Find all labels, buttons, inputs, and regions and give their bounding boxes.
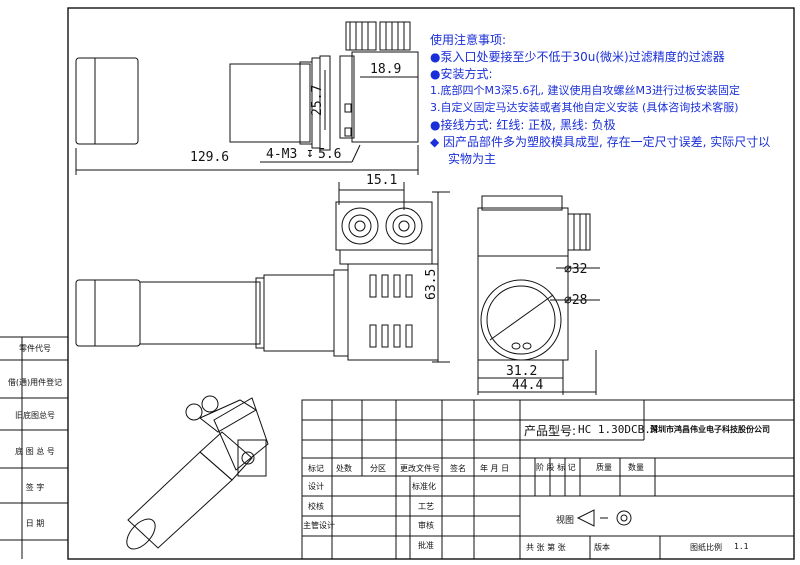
dim-44-4: 44.4 [512, 378, 544, 393]
label-base-total-number: 底 图 总 号 [15, 447, 55, 456]
tb-version: 版本 [594, 543, 610, 552]
dim-depth-symbol: ↧ [306, 146, 314, 161]
dim-129-6: 129.6 [190, 150, 230, 165]
dim-18-9: 18.9 [370, 62, 402, 77]
note-wiring: ●接线方式: 红线: 正极, 黑线: 负极 [430, 118, 616, 132]
dim-25-7: 25.7 [310, 84, 325, 116]
dim-4-m3: 4-M3 [266, 147, 298, 162]
product-model-label: 产品型号: [524, 424, 577, 438]
tb-weight: 质量 [596, 463, 612, 472]
tb-zone: 分区 [370, 464, 386, 473]
note-filter: ●泵入口处要接至少不低于30u(微米)过滤精度的过滤器 [430, 50, 725, 64]
note-tolerance-2: 实物为主 [448, 152, 497, 166]
tb-change-doc: 更改文件号 [400, 464, 440, 473]
dim-diameter-32: ⌀32 [564, 262, 588, 277]
label-old-base-number: 旧底图总号 [15, 411, 55, 420]
tb-review: 审核 [418, 521, 434, 530]
tb-view: 视图 [556, 516, 575, 526]
dim-15-1: 15.1 [366, 173, 398, 188]
tb-count: 处数 [336, 464, 352, 473]
tb-scale-label: 图纸比例 [690, 543, 722, 552]
tb-sheets: 共 张 第 张 [526, 543, 566, 552]
label-borrow-register: 借(通)用件登记 [7, 378, 63, 387]
tb-stage-mark: 阶 段 标 记 [536, 463, 576, 472]
dim-diameter-28: ⌀28 [564, 293, 588, 308]
company-name: 深圳市鸿昌伟业电子科技股份公司 [650, 425, 770, 434]
tb-approve: 批准 [418, 541, 434, 550]
tb-ymd: 年 月 日 [480, 464, 510, 473]
tb-mark: 标记 [308, 464, 324, 473]
tb-chief-design: 主管设计 [303, 521, 335, 530]
notes-title: 使用注意事项: [430, 33, 507, 47]
dim-5-6: 5.6 [318, 147, 342, 162]
dim-32-value: 32 [571, 262, 588, 277]
label-part-code: 零件代号 [19, 344, 51, 353]
tb-process: 工艺 [418, 502, 434, 511]
dim-63-5: 63.5 [424, 268, 439, 300]
tb-check: 校核 [308, 502, 324, 511]
side-view [477, 195, 600, 395]
label-date: 日 期 [25, 519, 45, 528]
front-view [75, 182, 450, 363]
note-install-heading: ●安装方式: [430, 67, 493, 81]
tb-design: 设计 [308, 482, 324, 491]
product-model-value: HC 1.30DCB.M [578, 423, 658, 436]
note-install-3: 3.自定义固定马达安装或者其他自定义安装 (具体咨询技术客服) [430, 101, 739, 114]
label-sign: 签 字 [25, 483, 45, 492]
tb-signature: 签名 [450, 464, 466, 473]
top-view [75, 21, 419, 175]
dim-28-value: 28 [571, 293, 588, 308]
title-block [301, 399, 795, 560]
tb-quantity: 数量 [628, 463, 644, 472]
dim-31-2: 31.2 [506, 364, 538, 379]
note-install-1: 1.底部四个M3深5.6孔, 建议使用自攻螺丝M3进行过板安装固定 [430, 84, 740, 97]
tb-scale-value: 1.1 [734, 542, 749, 551]
isometric-view [126, 395, 269, 550]
tb-standardize: 标准化 [412, 482, 436, 491]
note-tolerance: ◆ 因产品部件多为塑胶模具成型, 存在一定尺寸误差, 实际尺寸以 [430, 135, 771, 149]
